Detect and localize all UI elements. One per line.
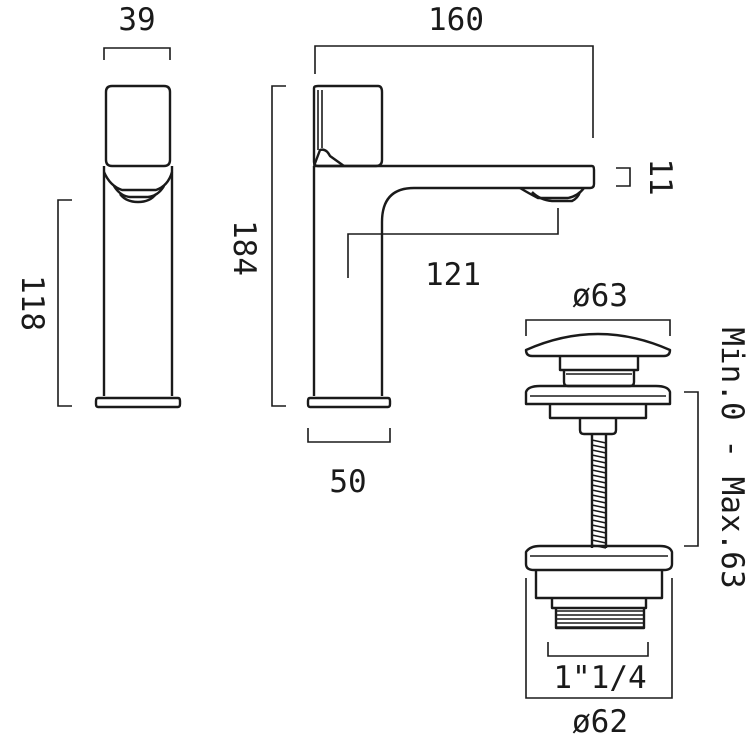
dim-line-waste-flange	[525, 578, 673, 699]
dim-line-base-width	[307, 428, 391, 443]
waste-thread-tail	[554, 608, 646, 630]
dim-line-spout-height	[57, 199, 72, 407]
dim-line-overall-projection	[314, 45, 594, 138]
waste-upper-body	[548, 404, 648, 420]
dim-line-spout-reach	[347, 208, 559, 278]
label-overall-height: 184	[226, 220, 262, 276]
side-aerator	[519, 186, 585, 200]
front-aerator-ring	[112, 185, 166, 199]
side-handle	[312, 84, 384, 168]
waste-rod-threads	[591, 439, 607, 549]
label-body-width: 39	[118, 2, 155, 38]
side-body-spout	[314, 164, 596, 396]
front-spout-outline	[102, 171, 174, 192]
waste-view: ø63 Min.0 - Max.63 1"1/4 ø62	[524, 278, 750, 740]
waste-lower-body	[534, 570, 664, 600]
label-waste-thread: 1"1/4	[553, 660, 646, 696]
waste-lower-flange	[524, 544, 674, 572]
label-spout-reach: 121	[425, 257, 481, 293]
dim-line-waste-cap	[525, 319, 671, 336]
waste-cap	[524, 332, 672, 358]
waste-tail-threads	[556, 610, 644, 628]
waste-cap-neck	[558, 356, 640, 372]
label-overall-projection: 160	[428, 2, 484, 38]
dim-line-overall-height	[271, 85, 286, 407]
label-waste-flange-diameter: ø62	[572, 704, 628, 740]
front-view: 39 118	[14, 2, 182, 409]
side-aerator-ring	[531, 191, 582, 203]
front-handle	[104, 84, 172, 168]
label-waste-cap-diameter: ø63	[572, 278, 628, 314]
label-spout-tip: 11	[642, 158, 678, 195]
dim-line-spout-tip	[616, 167, 631, 187]
side-lever-joint	[312, 148, 345, 167]
waste-thread-collar	[550, 598, 648, 610]
waste-cap-stem	[562, 370, 636, 388]
waste-spindle-housing	[578, 418, 618, 436]
front-aerator-tip	[119, 193, 157, 204]
dim-line-waste-adjustment	[684, 391, 699, 547]
dim-line-body-width	[103, 47, 171, 60]
dim-line-waste-thread	[547, 642, 649, 657]
waste-flange	[524, 384, 672, 406]
label-waste-adjustment: Min.0 - Max.63	[714, 327, 750, 588]
label-spout-height: 118	[14, 275, 50, 331]
side-base	[306, 396, 392, 409]
label-base-width: 50	[329, 464, 366, 500]
front-base	[94, 396, 182, 409]
side-view: 160 184 11 121 50	[226, 2, 678, 500]
